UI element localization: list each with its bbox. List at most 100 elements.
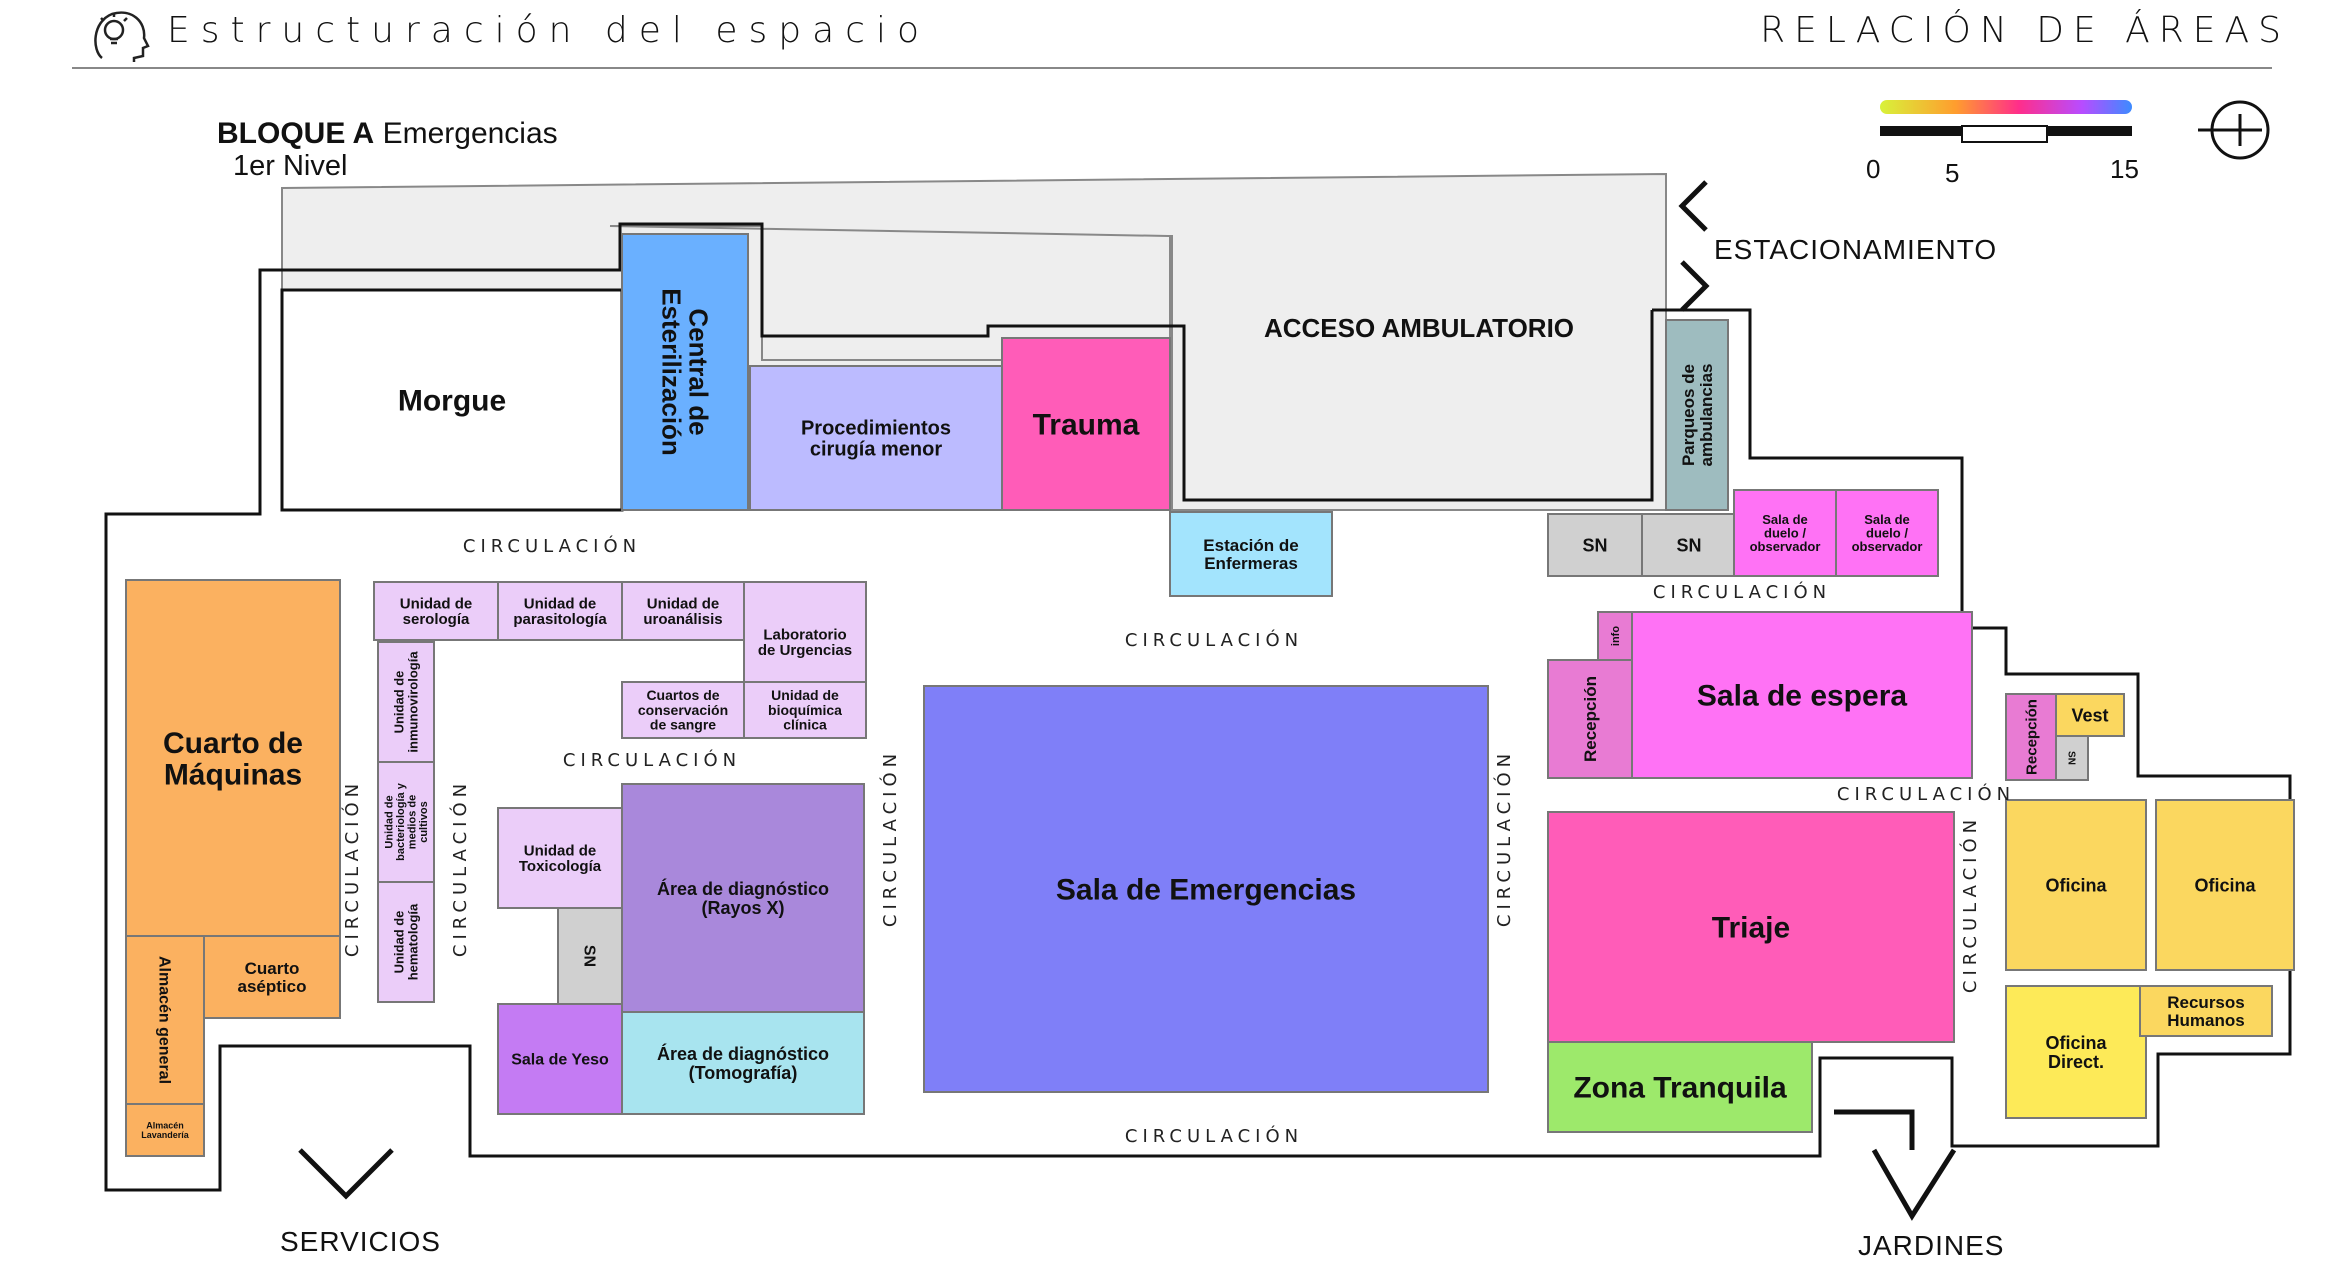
room-oficina2: Oficina — [2155, 799, 2295, 971]
room-label-oficina1: Oficina — [2045, 875, 2107, 895]
scale-min: 0 — [1866, 154, 1881, 184]
circulation-label: CIRCULACIÓN — [1125, 1125, 1303, 1147]
page-title: Estructuración del espacio — [167, 10, 930, 51]
room-tomografia: Área de diagnóstico(Tomografía) — [621, 1011, 865, 1115]
section-title: RELACIÓN DE ÁREAS — [1760, 10, 2290, 51]
room-oficina1: Oficina — [2005, 799, 2147, 971]
room-label-bacterio: Unidad debacteriología ymedios decultivo… — [384, 782, 431, 861]
circulation-label: CIRCULACIÓN — [1125, 629, 1303, 651]
room-hemato: Unidad dehematología — [377, 881, 435, 1003]
room-label-sn3: SN — [580, 945, 597, 967]
room-vest: Vest — [2055, 693, 2125, 737]
room-almacen: Almacén general — [125, 935, 205, 1105]
room-yeso: Sala de Yeso — [497, 1003, 623, 1115]
room-label-vest: Vest — [2071, 705, 2108, 725]
room-label-espera: Sala de espera — [1697, 680, 1907, 713]
room-label-morgue: Morgue — [398, 385, 506, 418]
room-label-inmuno: Unidad deinmunovirología — [392, 651, 421, 753]
room-espera: Sala de espera — [1631, 611, 1973, 779]
circulation-label: CIRCULACIÓN — [1959, 815, 1981, 993]
room-label-recepcion: Recepción — [1581, 676, 1600, 762]
circulation-label: CIRCULACIÓN — [449, 779, 471, 957]
room-bacterio: Unidad debacteriología ymedios decultivo… — [377, 761, 435, 883]
block-title: BLOQUE A Emergencias — [217, 117, 558, 151]
room-label-hemato: Unidad dehematología — [392, 903, 421, 980]
room-info: info — [1597, 611, 1633, 661]
room-label-almacen: Almacén general — [155, 956, 172, 1084]
circulation-label: CIRCULACIÓN — [1837, 783, 2015, 805]
circulation-label: CIRCULACIÓN — [1653, 581, 1831, 603]
room-label-emergencias: Sala de Emergencias — [1056, 874, 1356, 907]
room-emergencias: Sala de Emergencias — [923, 685, 1489, 1093]
room-trauma: Trauma — [1001, 337, 1171, 511]
block-name: BLOQUE A — [217, 117, 375, 150]
circulation-label: CIRCULACIÓN — [879, 749, 901, 927]
room-label-tomografia: Área de diagnóstico(Tomografía) — [657, 1043, 829, 1083]
room-sn1: SN — [1547, 513, 1643, 577]
room-label-acceso: ACCESO AMBULATORIO — [1264, 313, 1574, 343]
parking-label: ESTACIONAMIENTO — [1714, 234, 1998, 265]
room-label-triaje: Triaje — [1712, 912, 1790, 945]
circulation-label: CIRCULACIÓN — [1493, 749, 1515, 927]
room-recepcion2: Recepción — [2005, 693, 2057, 781]
room-inmuno: Unidad deinmunovirología — [377, 641, 435, 763]
building-outline — [104, 222, 2292, 1192]
room-recepcion: Recepción — [1547, 659, 1633, 779]
parking-chevrons-icon — [1678, 180, 1710, 312]
room-acceso: ACCESO AMBULATORIO — [1264, 313, 1574, 343]
room-central: Central deEsterilización — [621, 233, 749, 511]
room-morgue: Morgue — [280, 288, 624, 512]
block-level: 1er Nivel — [233, 150, 348, 182]
room-label-yeso: Sala de Yeso — [511, 1052, 609, 1069]
room-sn3: SN — [557, 907, 623, 1005]
services-label: SERVICIOS — [280, 1226, 441, 1257]
services-chevron-icon — [298, 1148, 394, 1200]
room-label-rayos: Área de diagnóstico(Rayos X) — [657, 878, 829, 918]
room-parqueos: Parqueos deambulancias — [1665, 319, 1729, 511]
room-label-recepcion2: Recepción — [2023, 699, 2040, 775]
room-rayos: Área de diagnóstico(Rayos X) — [621, 783, 865, 1013]
room-label-trauma: Trauma — [1033, 409, 1140, 442]
room-sn2: SN — [1641, 513, 1737, 577]
room-label-parqueos: Parqueos deambulancias — [1679, 364, 1716, 467]
scale-max: 15 — [2110, 154, 2139, 184]
room-triaje: Triaje — [1547, 811, 1955, 1043]
room-label-sn1: SN — [1582, 535, 1607, 555]
gardens-arrow-icon — [1834, 1109, 1957, 1221]
scale-mid: 5 — [1945, 158, 1960, 188]
room-label-central: Central deEsterilización — [656, 288, 713, 456]
room-label-oficina2: Oficina — [2194, 875, 2256, 895]
room-label-sn2: SN — [1676, 535, 1701, 555]
